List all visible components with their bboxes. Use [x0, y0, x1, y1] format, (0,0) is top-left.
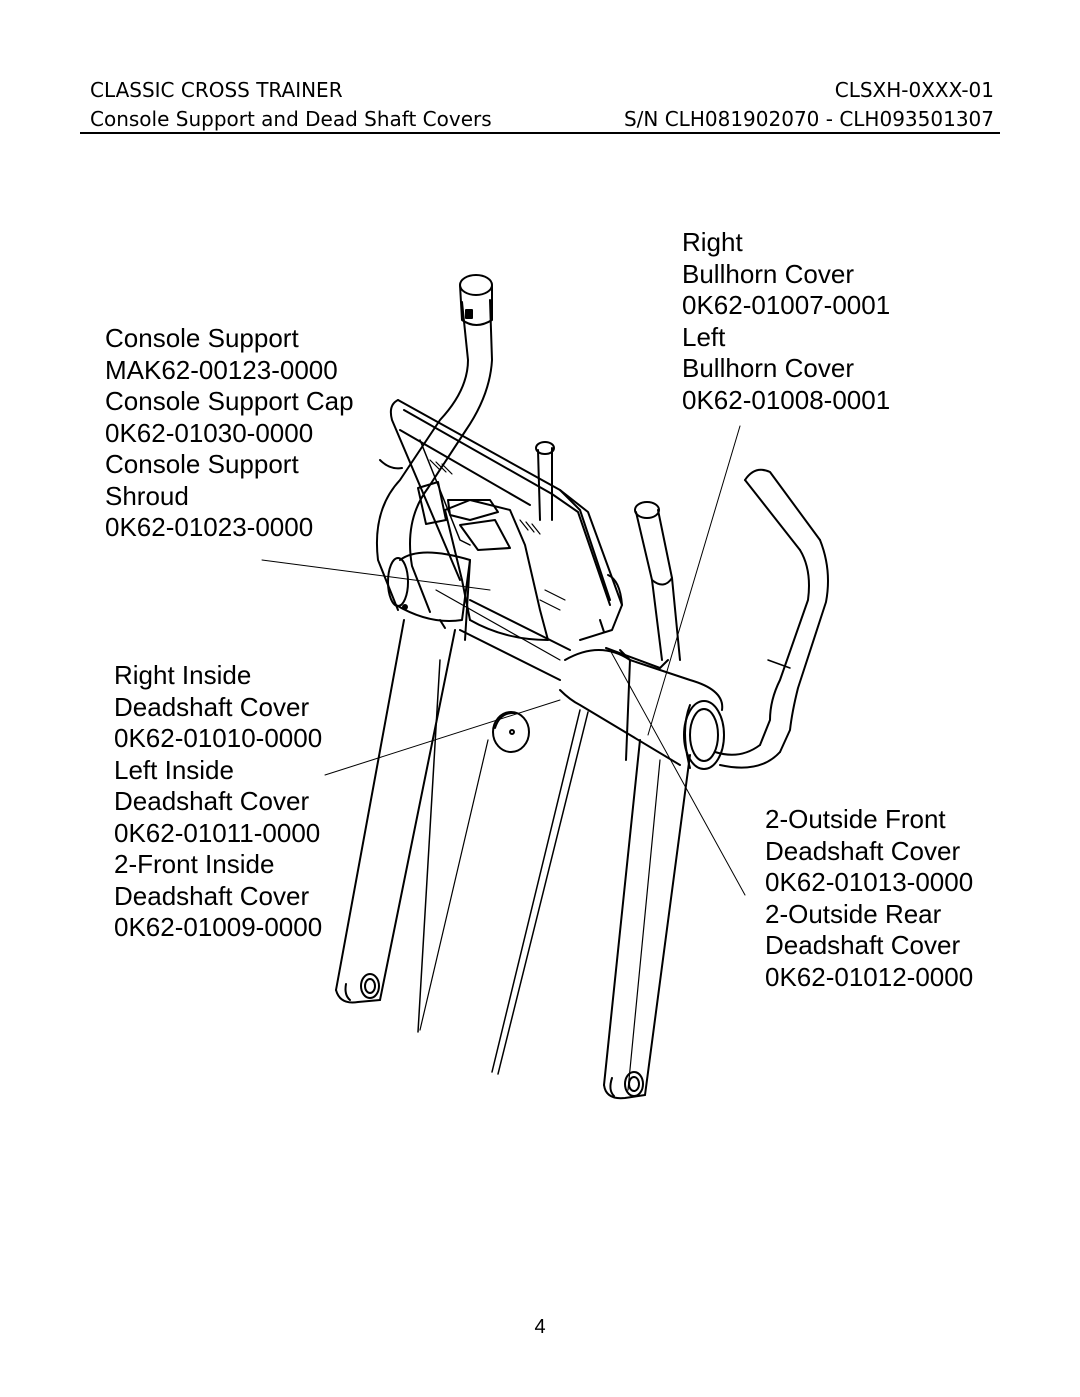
- callout-line: Right: [682, 227, 743, 257]
- console-support-cap-part: [492, 711, 530, 753]
- page-number: 4: [534, 1316, 546, 1338]
- inside-deadshaft-callout: Right Inside Deadshaft Cover 0K62-01010-…: [114, 660, 322, 944]
- callout-line: 0K62-01012-0000: [765, 961, 974, 992]
- callout-line: Bullhorn Cover: [682, 258, 854, 289]
- section-title: Console Support and Dead Shaft Covers: [90, 107, 492, 131]
- leader-lines: [261, 425, 746, 896]
- callout-line: 0K62-01030-0000: [105, 417, 314, 448]
- callout-line: Deadshaft Cover: [114, 691, 310, 722]
- bullhorn-cover-callout: Right Bullhorn Cover 0K62-01007-0001 Lef…: [682, 227, 890, 416]
- callout-line: 2-Outside Rear: [765, 898, 942, 929]
- console-support-callout: Console Support MAK62-00123-0000 Console…: [105, 323, 354, 544]
- callout-line: 0K62-01009-0000: [114, 912, 323, 942]
- callout-line: Left Inside: [114, 754, 234, 785]
- header-rule: [80, 132, 1000, 134]
- rear-rails: [491, 709, 589, 1075]
- right-bullhorn-handle: [714, 468, 829, 769]
- cross-tube: [435, 589, 571, 681]
- callout-line: 0K62-01010-0000: [114, 723, 323, 753]
- serial-range: S/N CLH081902070 - CLH093501307: [623, 107, 994, 131]
- console-support-shroud: [444, 499, 549, 641]
- callout-line: Left: [682, 321, 726, 352]
- callout-line: 0K62-01011-0000: [114, 817, 321, 848]
- left-upright-leg: [335, 619, 489, 1033]
- model-code: CLSXH-0XXX-01: [834, 78, 994, 102]
- callout-line: Console Support: [105, 323, 299, 353]
- product-title: CLASSIC CROSS TRAINER: [90, 78, 343, 102]
- callout-line: 2-Outside Front: [765, 804, 946, 834]
- outside-deadshaft-callout: 2-Outside Front Deadshaft Cover 0K62-010…: [765, 804, 973, 993]
- right-deadshaft-cover: [559, 647, 725, 770]
- callout-line: MAK62-00123-0000: [105, 354, 338, 385]
- callout-line: 0K62-01013-0000: [765, 867, 974, 897]
- console-display: [389, 399, 623, 641]
- callout-line: Shroud: [105, 480, 189, 511]
- right-upright-leg: [603, 739, 691, 1100]
- callout-line: Deadshaft Cover: [114, 880, 310, 911]
- callout-line: 0K62-01008-0001: [682, 384, 891, 415]
- callout-line: Deadshaft Cover: [114, 786, 310, 816]
- callout-line: Deadshaft Cover: [765, 930, 961, 960]
- callout-line: 2-Front Inside: [114, 849, 275, 879]
- callout-line: Bullhorn Cover: [682, 353, 854, 383]
- rear-console-arm: [535, 441, 555, 521]
- callout-line: Console Support: [105, 449, 299, 479]
- left-handle-arm: [375, 274, 493, 613]
- callout-line: Right Inside: [114, 660, 252, 690]
- left-deadshaft-cover: [387, 551, 471, 641]
- right-rear-handle: [634, 501, 681, 661]
- callout-line: 0K62-01007-0001: [682, 290, 891, 320]
- callout-line: Console Support Cap: [105, 386, 354, 416]
- callout-line: 0K62-01023-0000: [105, 512, 314, 542]
- callout-line: Deadshaft Cover: [765, 835, 961, 866]
